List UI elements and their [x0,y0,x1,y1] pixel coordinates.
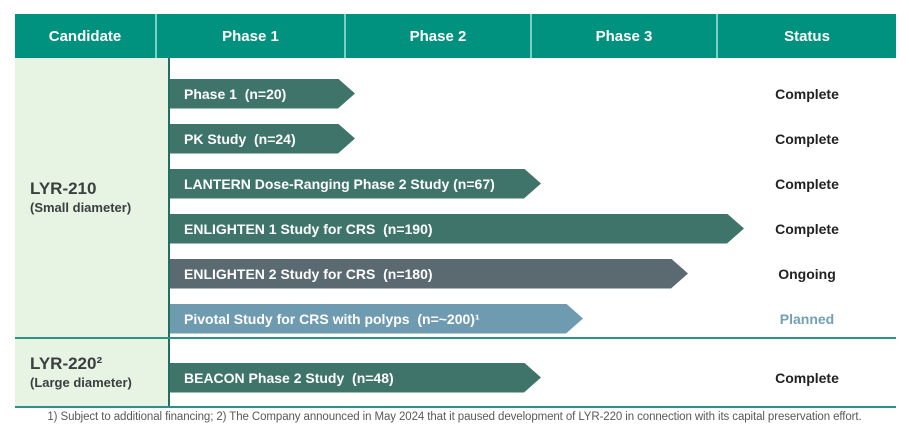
study-label: PK Study (n=24) [184,130,296,147]
header-phase-3: Phase 3 [595,27,653,45]
table-header: Candidate Phase 1 Phase 2 Phase 3 Status [15,14,896,58]
header-divider [344,14,346,58]
candidate-name: LYR-220² [30,354,103,374]
study-label: BEACON Phase 2 Study (n=48) [184,369,394,386]
study-row-phase1: Phase 1 (n=20) Complete [170,71,896,116]
candidate-cell-lyr-220: LYR-220² (Large diameter) [15,339,170,406]
status-label: Planned [779,310,835,327]
header-candidate: Candidate [48,27,122,45]
header-divider [716,14,718,58]
header-divider [155,14,157,58]
study-arrow: Pivotal Study for CRS with polyps (n=~20… [170,304,583,334]
header-divider [530,14,532,58]
table-bottom-border [15,406,896,408]
study-arrow: Phase 1 (n=20) [170,79,355,109]
status-label: Ongoing [778,265,836,282]
study-label: Phase 1 (n=20) [184,85,287,102]
pipeline-chart: Candidate Phase 1 Phase 2 Phase 3 Status… [15,14,896,408]
study-row-enlighten-1: ENLIGHTEN 1 Study for CRS (n=190) Comple… [170,206,896,251]
study-rows-lyr-220: BEACON Phase 2 Study (n=48) Complete [170,339,896,406]
study-label: LANTERN Dose-Ranging Phase 2 Study (n=67… [184,175,495,192]
status-label: Complete [775,130,839,147]
status-label: Complete [775,369,839,386]
section-divider [15,337,896,339]
header-status: Status [784,27,830,45]
header-phase-1: Phase 1 [222,27,279,45]
section-lyr-220: LYR-220² (Large diameter) BEACON Phase 2… [15,339,896,406]
study-label: ENLIGHTEN 1 Study for CRS (n=190) [184,220,433,237]
candidate-cell-lyr-210: LYR-210 (Small diameter) [15,58,170,337]
candidate-name: LYR-210 [30,179,97,199]
status-label: Complete [775,220,839,237]
footnote-text: 1) Subject to additional financing; 2) T… [47,411,862,423]
study-row-pk-study: PK Study (n=24) Complete [170,116,896,161]
study-arrow: ENLIGHTEN 2 Study for CRS (n=180) [170,259,688,289]
status-label: Complete [775,175,839,192]
study-rows-lyr-210: Phase 1 (n=20) Complete PK Study (n=24) … [170,58,896,337]
candidate-subtitle: (Large diameter) [30,374,132,390]
study-arrow: PK Study (n=24) [170,124,355,154]
study-label: Pivotal Study for CRS with polyps (n=~20… [184,310,480,327]
study-arrow: BEACON Phase 2 Study (n=48) [170,363,541,393]
candidate-subtitle: (Small diameter) [30,199,132,215]
study-row-pivotal: Pivotal Study for CRS with polyps (n=~20… [170,296,896,337]
header-phase-2: Phase 2 [409,27,467,45]
study-row-lantern: LANTERN Dose-Ranging Phase 2 Study (n=67… [170,161,896,206]
study-row-beacon: BEACON Phase 2 Study (n=48) Complete [170,355,896,400]
study-arrow: LANTERN Dose-Ranging Phase 2 Study (n=67… [170,169,541,199]
study-arrow: ENLIGHTEN 1 Study for CRS (n=190) [170,214,744,244]
study-row-enlighten-2: ENLIGHTEN 2 Study for CRS (n=180) Ongoin… [170,251,896,296]
status-label: Complete [775,85,839,102]
section-lyr-210: LYR-210 (Small diameter) Phase 1 (n=20) … [15,58,896,337]
study-label: ENLIGHTEN 2 Study for CRS (n=180) [184,265,433,282]
